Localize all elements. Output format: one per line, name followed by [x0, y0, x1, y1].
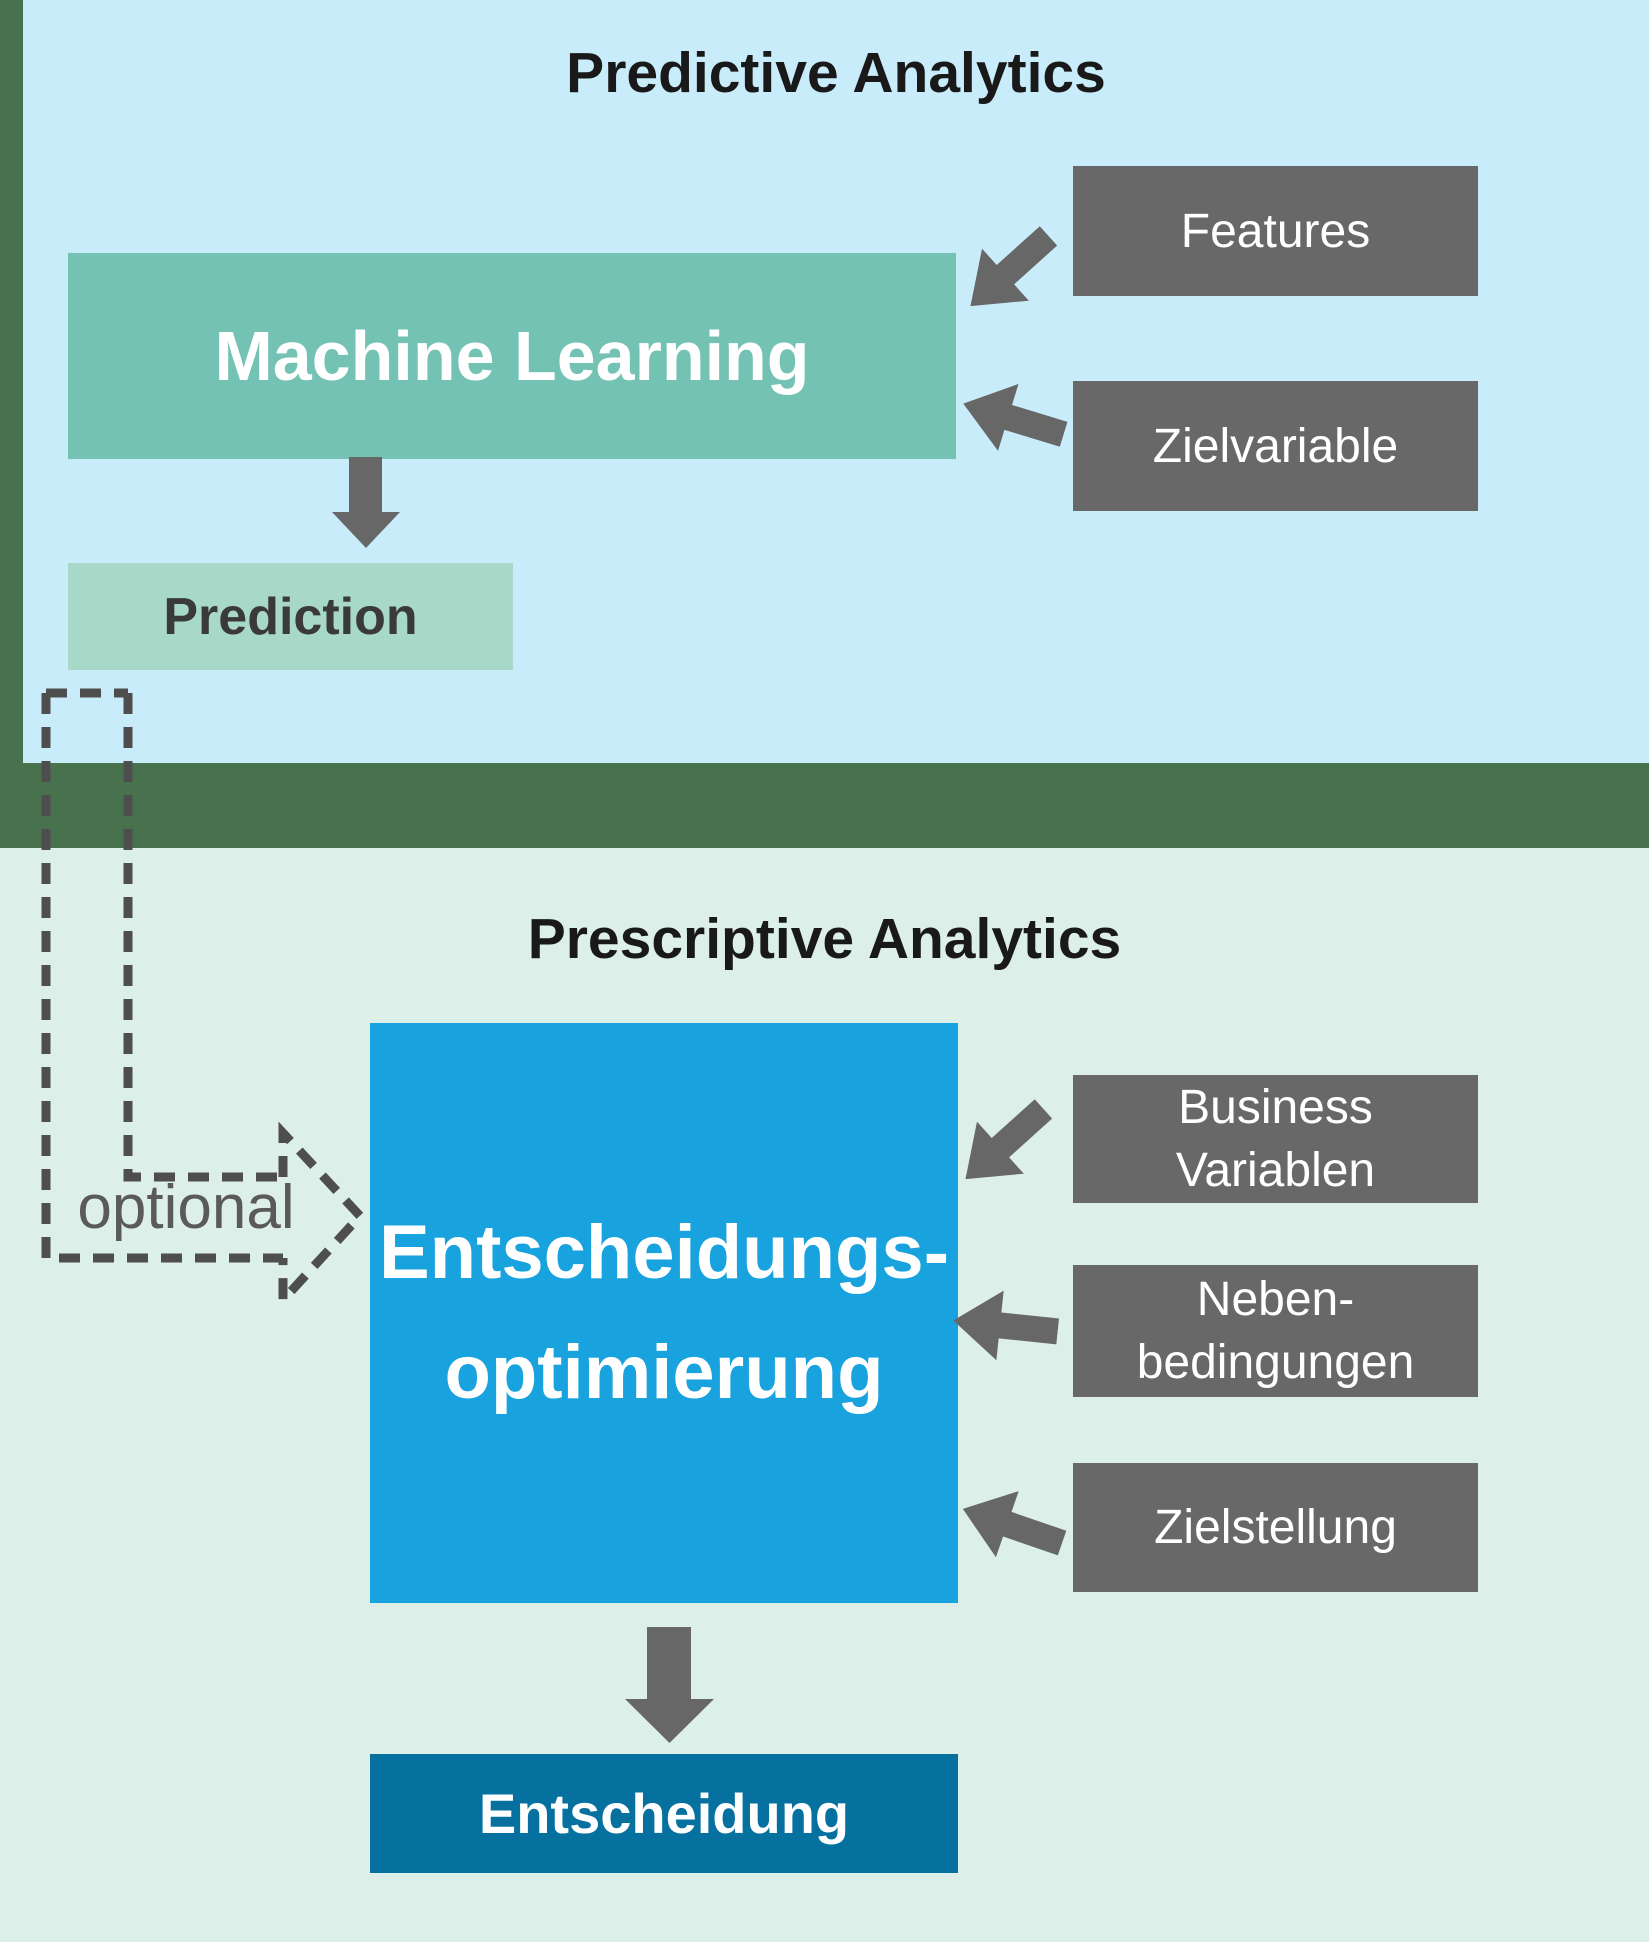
features-box: Features	[1073, 166, 1478, 296]
arrow-down-left-icon	[970, 226, 1058, 307]
entscheidungsoptimierung-label-line2: optimierung	[444, 1330, 884, 1415]
arrow-left-icon	[953, 1290, 1060, 1361]
machine-learning-label: Machine Learning	[214, 317, 810, 395]
entscheidungsoptimierung-label-line1: Entscheidungs-	[378, 1210, 950, 1295]
prescriptive-section-title: Prescriptive Analytics	[527, 907, 1122, 971]
business-variablen-label-line1: Business	[1178, 1081, 1373, 1134]
zielstellung-label: Zielstellung	[1154, 1501, 1397, 1554]
nebenbedingungen-label-line1: Neben-	[1196, 1273, 1355, 1326]
arrow-left-up-icon	[963, 383, 1068, 451]
left-green-bar	[0, 0, 23, 848]
predictive-section-title: Predictive Analytics	[566, 41, 1106, 105]
arrow-left-up-icon	[962, 1491, 1067, 1558]
entscheidung-label: Entscheidung	[478, 1782, 850, 1845]
business-variablen-label-line2: Variablen	[1175, 1144, 1376, 1197]
machine-learning-box: Machine Learning	[68, 253, 956, 459]
prediction-box: Prediction	[68, 563, 513, 670]
arrow-down-left-icon	[965, 1099, 1053, 1180]
section-divider-band	[0, 763, 1649, 848]
zielstellung-box: Zielstellung	[1073, 1463, 1478, 1592]
zielvariable-box: Zielvariable	[1073, 381, 1478, 511]
optional-label: optional	[77, 1173, 295, 1242]
entscheidung-box: Entscheidung	[370, 1754, 958, 1873]
arrow-down-icon	[625, 1627, 714, 1743]
prediction-label: Prediction	[163, 587, 418, 646]
entscheidungsoptimierung-box: Entscheidungs- optimierung	[370, 1023, 958, 1603]
nebenbedingungen-box: Neben- bedingungen	[1073, 1265, 1478, 1397]
nebenbedingungen-label-line2: bedingungen	[1136, 1336, 1415, 1389]
features-label: Features	[1180, 204, 1371, 258]
business-variablen-box: Business Variablen	[1073, 1075, 1478, 1203]
arrow-down-icon	[332, 457, 400, 548]
zielvariable-label: Zielvariable	[1152, 419, 1399, 473]
